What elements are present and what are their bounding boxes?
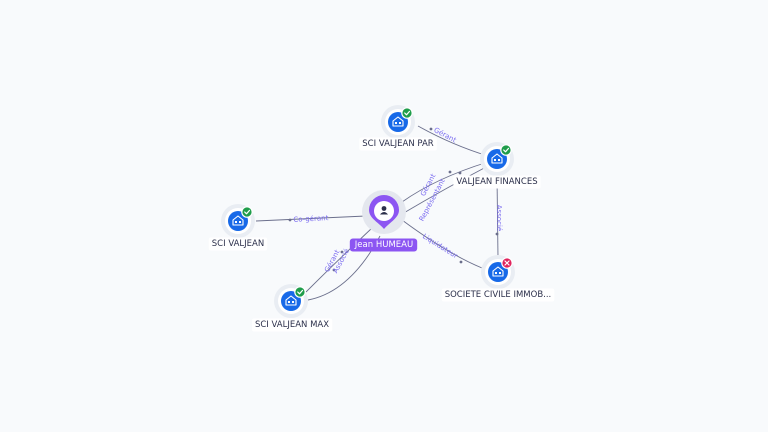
person-label-text: Jean HUMEAU [354,240,413,250]
relation-edge [496,175,499,259]
relation-label: Liquidateur [421,232,459,260]
building-icon [491,153,503,164]
edge-arrow [288,218,292,222]
company-label-text: SCI VALJEAN MAX [255,320,329,330]
person-label: Jean HUMEAU [349,238,418,252]
company-label: VALJEAN FINANCES [453,175,541,189]
relation-edge [305,227,373,293]
building-icon [232,215,244,226]
check-badge-icon [500,144,512,156]
relation-edge [401,161,489,203]
edge-arrow [448,170,452,174]
company-label: SOCIETE CIVILE IMMOB... [441,288,555,302]
relation-label: Associé [495,205,503,231]
edge-arrow [459,260,463,264]
edge-arrow [495,232,499,236]
edge-arrow [332,268,336,272]
company-node-societe-civile[interactable]: SOCIETE CIVILE IMMOB... [441,255,555,302]
company-node-sci-valjean[interactable]: SCI VALJEAN [208,204,268,251]
company-node-sci-valjean-max[interactable]: SCI VALJEAN MAX [251,284,333,332]
relation-edge [255,215,367,222]
company-label-text: SCI VALJEAN PAR [362,139,434,149]
building-icon [492,266,504,277]
company-label-text: VALJEAN FINANCES [456,177,537,187]
company-label: SCI VALJEAN MAX [251,318,333,332]
company-label-text: SCI VALJEAN [212,239,264,249]
pin-center [374,201,394,221]
building-icon [285,295,297,306]
check-badge-icon [294,286,306,298]
company-label-text: SOCIETE CIVILE IMMOB... [445,290,552,300]
check-badge-icon [241,206,253,218]
relation-edge [401,165,489,215]
person-icon [380,206,388,215]
company-label: SCI VALJEAN [208,237,268,251]
building-icon [392,116,404,127]
check-badge-icon [401,107,413,119]
company-label: SCI VALJEAN PAR [359,137,437,151]
edge-arrow [458,171,462,175]
person-node[interactable]: Jean HUMEAU [349,190,418,252]
edge-arrow [429,127,433,131]
relation-label: Co-gérant [293,214,329,224]
close-badge-icon [501,257,513,269]
company-node-sci-valjean-par[interactable]: SCI VALJEAN PAR [359,105,437,151]
company-node-valjean-finances[interactable]: VALJEAN FINANCES [453,142,541,189]
relation-edge [401,219,483,269]
nodes: SCI VALJEAN PAR VALJEAN FINANCES SCI VALJE… [208,105,555,332]
edge-arrow [340,250,344,254]
